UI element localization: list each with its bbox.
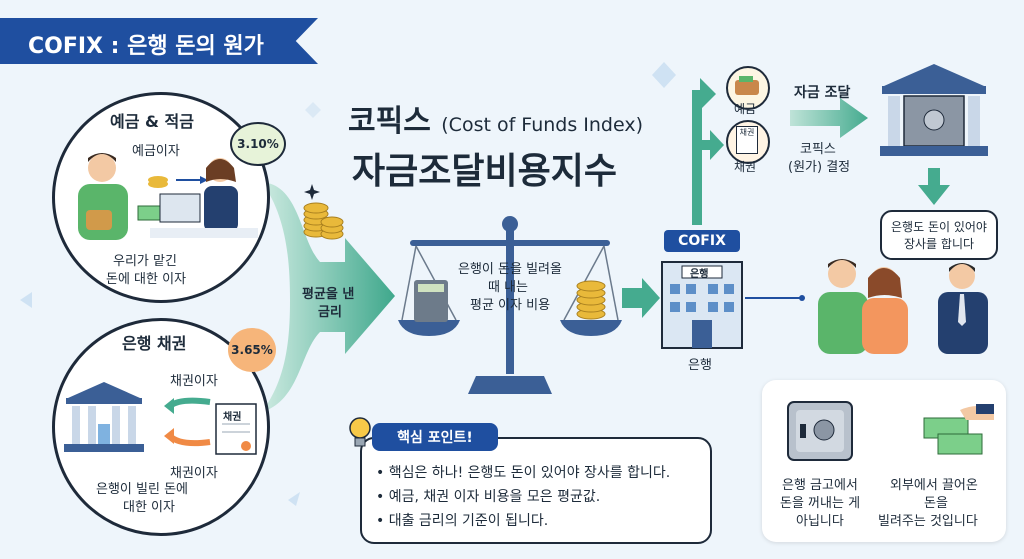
wallet-icon xyxy=(735,76,759,95)
bond-source-doc: 채권 xyxy=(736,126,758,154)
key-point-1: • 핵심은 하나! 은행도 돈이 있어야 장사를 합니다. xyxy=(376,465,671,481)
deposit-source-label: 예금 xyxy=(734,102,757,116)
bond-heading: 은행 채권 xyxy=(122,334,187,353)
funding-decision-line1: 코픽스 xyxy=(800,142,836,157)
explain-left-line1: 은행 금고에서 xyxy=(782,478,858,493)
deposit-interest-label: 예금이자 xyxy=(132,144,180,159)
safe-icon xyxy=(787,401,853,461)
deposit-illustration xyxy=(78,153,258,240)
explain-right-line2: 돈을 xyxy=(924,496,948,511)
key-points-box xyxy=(360,437,712,544)
deposit-rate-badge: 3.10% xyxy=(230,122,286,166)
cash-hand-icon xyxy=(923,404,994,455)
cofix-tag: COFIX xyxy=(664,230,740,252)
funding-label: 자금 조달 xyxy=(794,85,851,101)
main-subtitle: 자금조달비용지수 xyxy=(352,151,617,192)
deposit-heading: 예금 & 적금 xyxy=(110,112,194,131)
explain-left-line3: 아닙니다 xyxy=(796,514,844,529)
bank-building-icon xyxy=(661,261,743,349)
key-point-3: • 대출 금리의 기준이 됩니다. xyxy=(376,513,549,529)
banner-title: COFIX : 은행 돈의 원가 xyxy=(28,34,264,59)
average-arrow-line2: 금리 xyxy=(318,305,342,320)
bank-sign: 은행 xyxy=(690,269,709,280)
funding-decision-line2: (원가) 결정 xyxy=(788,160,851,175)
deposit-caption-line1: 우리가 맡긴 xyxy=(113,254,177,269)
bond-caption-line1: 은행이 빌린 돈에 xyxy=(96,482,188,497)
bond-source-label: 채권 xyxy=(734,160,757,174)
speech-bubble: 은행도 돈이 있어야 장사를 합니다 xyxy=(880,210,998,260)
lightbulb-icon xyxy=(349,417,371,447)
coin-stack-icon xyxy=(303,184,344,240)
explain-right-line3: 빌려주는 것입니다 xyxy=(878,514,978,529)
speech-line2: 장사를 합니다 xyxy=(903,237,975,251)
people-illustration xyxy=(818,259,988,354)
bond-rate-badge: 3.65% xyxy=(228,328,276,372)
average-arrow-line1: 평균을 낸 xyxy=(302,287,355,302)
key-point-2: • 예금, 채권 이자 비용을 모은 평균값. xyxy=(376,489,601,505)
scale-text-line1: 은행이 돈을 빌려올 xyxy=(458,262,562,277)
speech-line1: 은행도 돈이 있어야 xyxy=(891,220,987,234)
explain-right-line1: 외부에서 끌어온 xyxy=(890,478,978,493)
key-points-tag: 핵심 포인트! xyxy=(372,423,498,451)
balance-scale-icon xyxy=(398,216,622,394)
title-banner xyxy=(0,18,318,64)
explain-left-line2: 돈을 꺼내는 게 xyxy=(780,496,861,511)
bond-interest-top: 채권이자 xyxy=(170,374,218,389)
bond-doc-label: 채권 xyxy=(223,412,242,423)
main-title: 코픽스 (Cost of Funds Index) xyxy=(348,104,644,139)
vault-bank-icon xyxy=(880,64,988,156)
bank-label: 은행 xyxy=(688,358,712,373)
bond-caption-line2: 대한 이자 xyxy=(123,500,175,515)
bond-illustration xyxy=(64,382,257,455)
scale-text-line2: 때 내는 xyxy=(488,280,529,295)
deposit-caption-line2: 돈에 대한 이자 xyxy=(106,272,187,287)
scale-text-line3: 평균 이자 비용 xyxy=(470,298,551,313)
main-title-english: (Cost of Funds Index) xyxy=(441,114,644,136)
bond-interest-bottom: 채권이자 xyxy=(170,466,218,481)
